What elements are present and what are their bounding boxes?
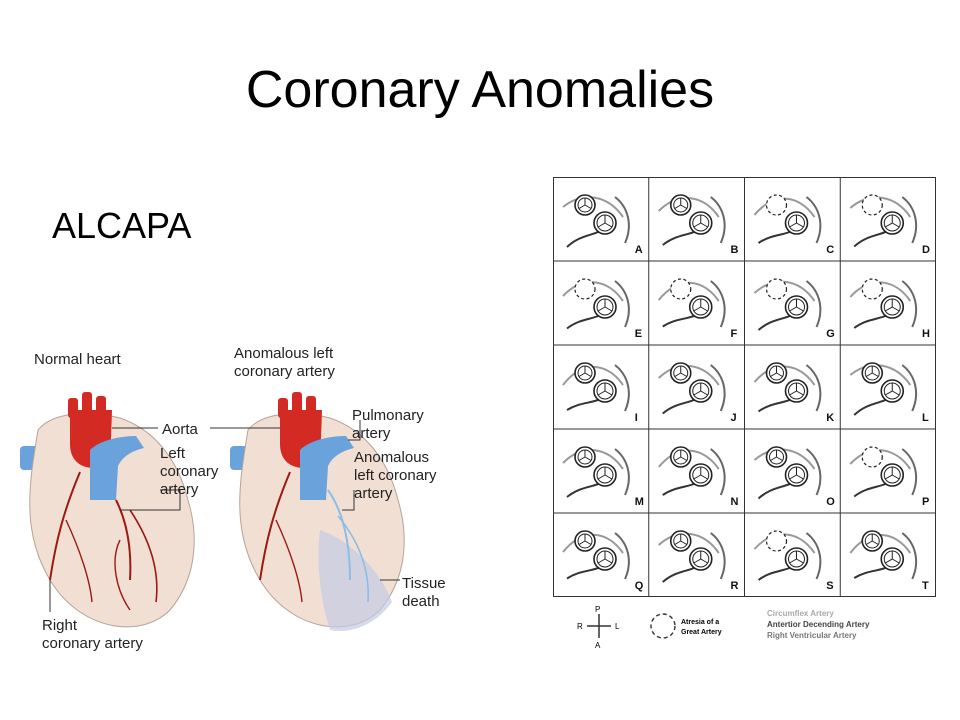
legend-right-ventricular: Right Ventricular Artery [767, 631, 857, 640]
atresia-valve [670, 278, 692, 300]
cell-label-d: D [922, 244, 930, 256]
atresia-symbol [650, 613, 676, 639]
label-aorta: Aorta [162, 421, 199, 438]
anomalous-heart [230, 392, 405, 631]
atresia-valve [861, 278, 883, 300]
anomaly-cell-e: E [562, 278, 642, 340]
cell-label-h: H [922, 328, 930, 340]
compass-right: L [615, 622, 620, 631]
cell-label-n: N [731, 496, 739, 508]
anomaly-cell-p: P [849, 446, 929, 508]
grid-legend: P R L A Atresia of a Great Artery Circum… [577, 605, 870, 650]
legend-atresia-1: Atresia of a [681, 619, 719, 626]
anomaly-cell-k: K [753, 362, 834, 424]
anomaly-cell-i: I [562, 362, 638, 424]
anomaly-cell-n: N [657, 446, 739, 508]
cell-label-i: I [635, 412, 638, 424]
cell-label-r: R [731, 580, 739, 592]
cell-label-k: K [826, 412, 834, 424]
label-right-coronary-2: coronary artery [42, 635, 143, 652]
label-left-coronary-3: artery [160, 481, 199, 498]
slide-title: Coronary Anomalies [245, 61, 715, 119]
cell-label-b: B [731, 244, 739, 256]
anomaly-cell-c: C [753, 194, 834, 256]
cell-label-c: C [826, 244, 834, 256]
label-anomalous-lca-3: artery [354, 485, 393, 502]
label-left-coronary-1: Left [160, 445, 186, 462]
anomalous-pulmonary [300, 436, 354, 500]
atresia-valve [765, 278, 788, 300]
label-right-coronary-1: Right [42, 617, 78, 634]
label-anomalous-lca-1: Anomalous [354, 449, 429, 466]
cell-label-a: A [635, 244, 643, 256]
anomaly-cell-q: Q [562, 530, 644, 592]
anomaly-cell-g: G [753, 278, 835, 340]
normal-right-coronary [49, 471, 81, 581]
label-anomalous-lca-2: left coronary [354, 467, 437, 484]
anomaly-cell-j: J [658, 362, 737, 424]
cell-label-m: M [635, 496, 644, 508]
anomaly-cell-d: D [849, 194, 930, 256]
anomaly-cell-h: H [849, 278, 930, 340]
label-anomalous-left-line2: coronary artery [234, 363, 335, 380]
cell-label-t: T [922, 580, 929, 592]
anomaly-cell-l: L [849, 362, 929, 424]
anomaly-cell-s: S [753, 530, 834, 592]
compass-top: P [595, 605, 600, 614]
compass-left: R [577, 622, 583, 631]
label-tissue-1: Tissue [402, 575, 446, 592]
heart-illustration: Normal heart Anomalous left coronary art… [20, 345, 446, 652]
label-pulmonary-1: Pulmonary [352, 407, 424, 424]
label-tissue-2: death [402, 593, 440, 610]
cell-label-f: F [731, 328, 738, 340]
slide-subtitle: ALCAPA [52, 205, 192, 246]
atresia-valve [861, 446, 883, 468]
legend-anterior: Antertior Decending Artery [767, 620, 870, 629]
legend-circumflex: Circumflex Artery [767, 609, 834, 618]
anomaly-cell-t: T [849, 530, 929, 592]
anomaly-cell-o: O [753, 446, 835, 508]
cell-label-q: Q [635, 580, 644, 592]
atresia-valve [765, 530, 788, 552]
cell-label-p: P [922, 496, 929, 508]
anomalous-left-coronary [327, 489, 351, 581]
cell-label-l: L [922, 412, 929, 424]
anomaly-cell-r: R [658, 530, 739, 592]
tissue-death-region [318, 530, 392, 631]
cell-label-o: O [826, 496, 835, 508]
anomaly-grid: A B C D E F G H I J K L M N O P Q R S T [553, 177, 936, 597]
atresia-valve [861, 194, 883, 216]
atresia-valve [765, 194, 788, 216]
atresia-valve [574, 278, 596, 300]
compass-rose: P R L A [577, 605, 620, 650]
anomaly-cell-a: A [562, 194, 643, 256]
label-left-coronary-2: coronary [160, 463, 219, 480]
anomaly-cell-m: M [562, 446, 644, 508]
normal-left-coronary [115, 499, 132, 581]
cell-label-g: G [826, 328, 835, 340]
normal-heart [20, 392, 195, 628]
anomaly-cell-f: F [657, 278, 738, 340]
label-pulmonary-2: artery [352, 425, 391, 442]
cell-label-e: E [635, 328, 642, 340]
cell-label-s: S [826, 580, 833, 592]
label-normal-heart: Normal heart [34, 351, 122, 368]
compass-bottom: A [595, 641, 601, 650]
label-anomalous-left-line1: Anomalous left [234, 345, 334, 362]
legend-atresia-2: Great Artery [681, 629, 722, 636]
normal-pulmonary [90, 436, 144, 500]
anomaly-cell-b: B [658, 194, 739, 256]
cell-label-j: J [731, 412, 737, 424]
normal-muscle [29, 413, 195, 628]
